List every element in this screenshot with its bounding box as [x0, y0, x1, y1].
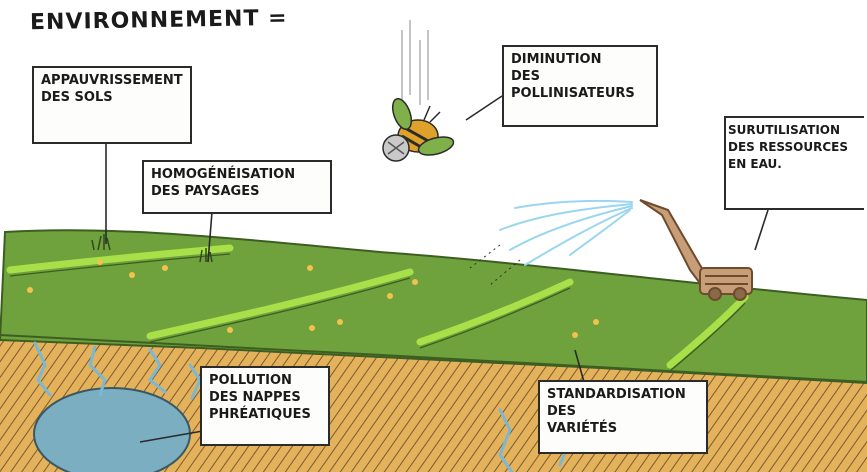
grass-tuft-icon: [91, 234, 213, 263]
field: [0, 229, 867, 385]
page-title: ENVIRONNEMENT =: [29, 5, 288, 36]
sprinkler-icon: [639, 199, 753, 301]
label-variety-standardization: STANDARDISATION DES VARIÉTÉS: [538, 380, 708, 454]
label-water-box: [724, 116, 864, 210]
water-table: [33, 387, 191, 472]
label-soil-depletion: APPAUVRISSEMENT DES SOLS: [32, 66, 192, 144]
bee-icon: [382, 20, 455, 162]
crop-rows: [6, 244, 749, 369]
label-groundwater-pollution: POLLUTION DES NAPPES PHRÉATIQUES: [200, 366, 330, 446]
label-pollinator-decline: DIMINUTION DES POLLINISATEURS: [502, 45, 658, 127]
flower-dots: [27, 259, 599, 338]
sprinkler-spray: [499, 199, 633, 266]
label-water-overuse: SURUTILISATION DES RESSOURCES EN EAU.: [728, 123, 848, 171]
label-landscape-homogenization: HOMOGÉNÉISATION DES PAYSAGES: [142, 160, 332, 214]
